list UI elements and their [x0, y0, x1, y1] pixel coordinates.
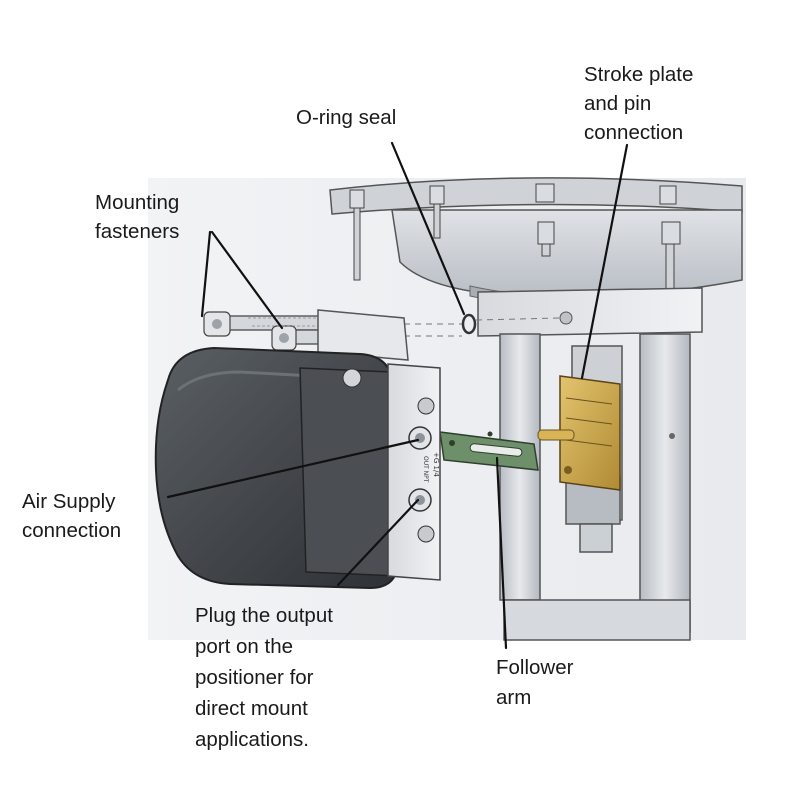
label-line: direct mount — [195, 697, 308, 720]
label-line: and pin — [584, 92, 652, 115]
leader-oring — [390, 141, 466, 316]
bracket-hole — [559, 311, 573, 325]
leader-fastener-1 — [200, 230, 212, 318]
positioner-mounting-plate — [317, 309, 409, 361]
mounting-fasteners — [203, 311, 377, 351]
label-line: positioner for — [195, 666, 314, 689]
positioner-port-face: +G 1/4 OUT NPT — [387, 363, 441, 581]
label-mounting-fasteners: Mounting fasteners — [95, 188, 179, 246]
label-follower-arm: Follower arm — [496, 653, 573, 713]
positioner — [154, 346, 400, 590]
label-plug-output-port: Plug the output port on the positioner f… — [195, 600, 333, 755]
label-line: O-ring seal — [296, 106, 397, 129]
label-line: arm — [496, 686, 532, 709]
leader-air-supply — [166, 438, 420, 499]
label-line: port on the — [195, 635, 294, 658]
label-oring-seal: O-ring seal — [296, 103, 396, 132]
label-line: Stroke plate — [584, 63, 694, 86]
leader-fastener-2 — [210, 230, 284, 330]
leader-output-port — [336, 498, 420, 587]
label-line: connection — [22, 519, 122, 542]
leader-lines — [166, 141, 629, 650]
label-stroke-plate: Stroke plate and pin connection — [584, 60, 693, 147]
flange-bolts — [349, 183, 681, 301]
actuator-yoke — [499, 333, 691, 641]
label-line: Follower — [496, 656, 574, 679]
leader-stroke-plate — [580, 143, 629, 380]
stroke-plate — [537, 375, 621, 491]
label-line: fasteners — [95, 220, 180, 243]
label-line: Mounting — [95, 191, 180, 214]
mounting-bracket — [477, 287, 703, 337]
label-line: connection — [584, 121, 684, 144]
stroke-pin — [537, 429, 575, 441]
label-line: Air Supply — [22, 490, 116, 513]
port-marking-lower: OUT NPT — [422, 456, 429, 483]
label-air-supply: Air Supply connection — [22, 487, 121, 545]
leader-follower-arm — [495, 456, 508, 650]
label-line: Plug the output — [195, 604, 333, 627]
follower-arm — [439, 431, 539, 471]
port-marking-upper: +G 1/4 — [432, 452, 440, 477]
label-line: applications. — [195, 728, 309, 751]
